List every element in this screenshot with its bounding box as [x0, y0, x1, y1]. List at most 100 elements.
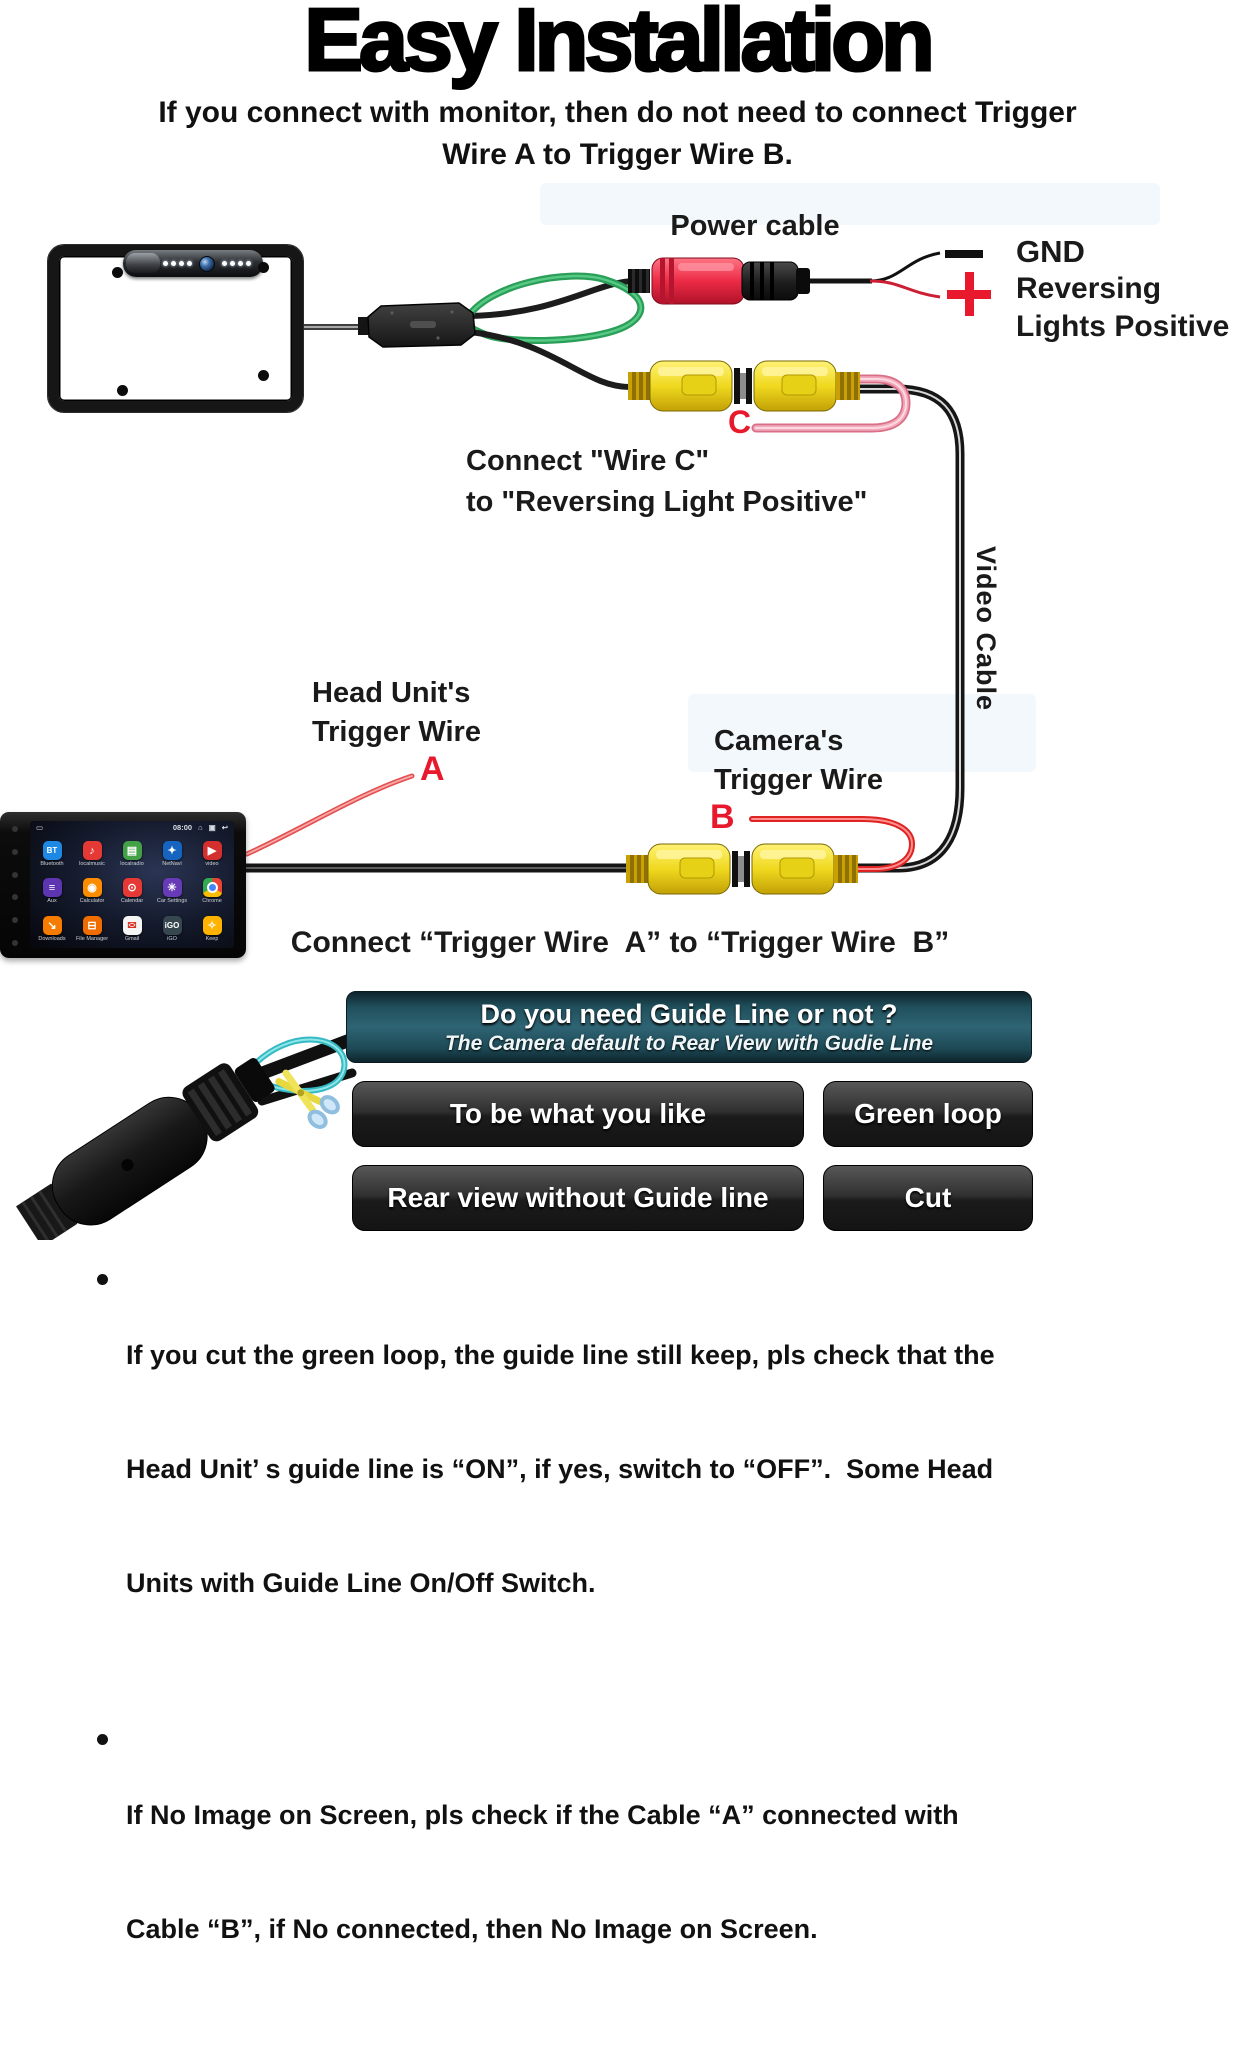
cut-button[interactable]: Cut — [823, 1165, 1033, 1231]
reversing-label-line2: Lights Positive — [1016, 310, 1230, 343]
led-light-icon — [238, 261, 243, 266]
scissors-icon — [275, 1069, 340, 1129]
downloads-icon: ↘ — [42, 915, 62, 935]
connect-trigger-note: Connect “Trigger Wire A” to “Trigger Wir… — [290, 926, 950, 959]
app-label: Downloads — [38, 935, 66, 942]
head-unit-trigger-line2: Trigger Wire — [312, 716, 481, 748]
igo-icon: iGO — [162, 915, 182, 935]
calendar-icon: ⊙ — [122, 878, 142, 898]
wire-c-tag: C — [728, 404, 752, 440]
subtitle-line-1: If you connect with monitor, then do not… — [158, 96, 1077, 129]
head-unit-trigger-label: Head Unit's Trigger Wire — [312, 674, 481, 752]
app-calculator: ◉Calculator — [73, 878, 111, 904]
guide-box-subtitle: The Camera default to Rear View with Gud… — [444, 1032, 934, 1055]
page-subtitle: If you connect with monitor, then do not… — [0, 92, 1235, 176]
bluetooth-icon: BT — [42, 841, 62, 861]
app-label: localmusic — [79, 861, 105, 868]
rca-connector-bottom — [625, 843, 859, 895]
reversing-label-line1: Reversing — [1016, 272, 1162, 305]
localradio-icon: ▤ — [122, 841, 142, 861]
note1-line2: Head Unit’ s guide line is “ON”, if yes,… — [126, 1454, 994, 1484]
camera-trigger-line1: Camera's — [714, 725, 844, 757]
screw-hole-icon — [258, 262, 269, 273]
note2-line2: Cable “B”, if No connected, then No Imag… — [126, 1914, 818, 1944]
camera-adapter-box — [358, 302, 476, 348]
wire-b-tag: B — [710, 798, 735, 836]
back-icon: ↩ — [221, 823, 228, 832]
power-cable-label: Power cable — [670, 210, 840, 242]
adapter-to-power-wire — [469, 278, 637, 319]
guide-box-title: Do you need Guide Line or not ? — [480, 999, 898, 1029]
note1-line1: If you cut the green loop, the guide lin… — [126, 1340, 995, 1370]
screenshot-icon: ▣ — [208, 823, 216, 832]
aux-icon: ≡ — [42, 878, 62, 898]
note2-line1: If No Image on Screen, pls check if the … — [126, 1800, 959, 1830]
video-cable-label: Video Cable — [971, 546, 1001, 712]
trigger-wire-a — [244, 773, 415, 857]
app-label: video — [205, 861, 219, 868]
camera-trigger-line2: Trigger Wire — [714, 764, 883, 796]
app-netnavi: ✦NetNavi — [153, 841, 191, 867]
notes-list: If you cut the green loop, the guide lin… — [88, 1260, 1198, 2066]
head-unit-trigger-line1: Head Unit's — [312, 677, 471, 709]
side-button-dots — [5, 826, 25, 946]
plus-icon — [947, 272, 991, 316]
app-downloads: ↘Downloads — [33, 915, 71, 942]
wire-a-tag: A — [420, 750, 445, 788]
gmail-icon: ✉ — [122, 915, 142, 935]
license-plate-camera-frame — [48, 245, 303, 412]
app-localradio: ▤localradio — [113, 841, 151, 867]
app-label: File Manager — [75, 935, 109, 942]
note-item: If No Image on Screen, pls check if the … — [88, 1720, 1198, 2024]
status-time: 08:00 — [172, 823, 193, 832]
app-label: Aux — [47, 898, 57, 905]
home-icon: ⌂ — [198, 823, 203, 832]
guide-line-box: Do you need Guide Line or not ? The Came… — [346, 991, 1032, 1063]
note1-line3: Units with Guide Line On/Off Switch. — [126, 1568, 596, 1598]
rear-view-without-guide-line-button[interactable]: Rear view without Guide line — [352, 1165, 804, 1231]
gnd-wire — [869, 251, 941, 283]
led-light-icon — [179, 261, 184, 266]
status-bar: ▭ 08:00 ⌂ ▣ ↩ — [30, 821, 234, 832]
app-label: Calculator — [79, 898, 105, 905]
app-car-settings: ✳Car Settings — [153, 878, 191, 904]
led-light-icon — [187, 261, 192, 266]
app-label: Car Settings — [156, 898, 188, 905]
adapter-to-rca-wire — [469, 329, 631, 390]
app-label: NetNavi — [162, 861, 182, 868]
video-icon: ▶ — [202, 841, 222, 861]
camera-cable-photo — [16, 1033, 357, 1240]
power-connector — [628, 257, 810, 305]
green-loop-wire — [462, 272, 645, 345]
to-be-what-you-like-button[interactable]: To be what you like — [352, 1081, 804, 1147]
green-loop-button[interactable]: Green loop — [823, 1081, 1033, 1147]
app-aux: ≡Aux — [33, 878, 71, 904]
app-file-manager: ⊟File Manager — [73, 915, 111, 942]
minus-icon — [945, 250, 983, 258]
subtitle-line-2: Wire A to Trigger Wire B. — [442, 138, 793, 171]
app-label: Bluetooth — [40, 861, 64, 868]
app-label: Calendar — [120, 898, 144, 905]
keep-icon: ✧ — [202, 915, 222, 935]
wire-c — [751, 374, 911, 433]
page-title: Easy Installation — [303, 0, 936, 89]
app-calendar: ⊙Calendar — [113, 878, 151, 904]
chrome-icon — [202, 878, 222, 898]
camera-trigger-label: Camera's Trigger Wire — [714, 722, 883, 800]
app-label: iGO — [167, 935, 177, 942]
camera-lens-icon — [199, 255, 215, 272]
led-light-icon — [246, 261, 251, 266]
background-tint — [540, 183, 1160, 225]
app-label: Gmail — [124, 935, 140, 942]
app-label: Keep — [205, 935, 219, 942]
app-gmail: ✉Gmail — [113, 915, 151, 942]
wire-c-note-line2: to "Reversing Light Positive" — [466, 486, 868, 518]
home-pill-icon: ▭ — [36, 823, 44, 832]
led-light-icon — [230, 261, 235, 266]
screw-hole-icon — [112, 267, 123, 278]
